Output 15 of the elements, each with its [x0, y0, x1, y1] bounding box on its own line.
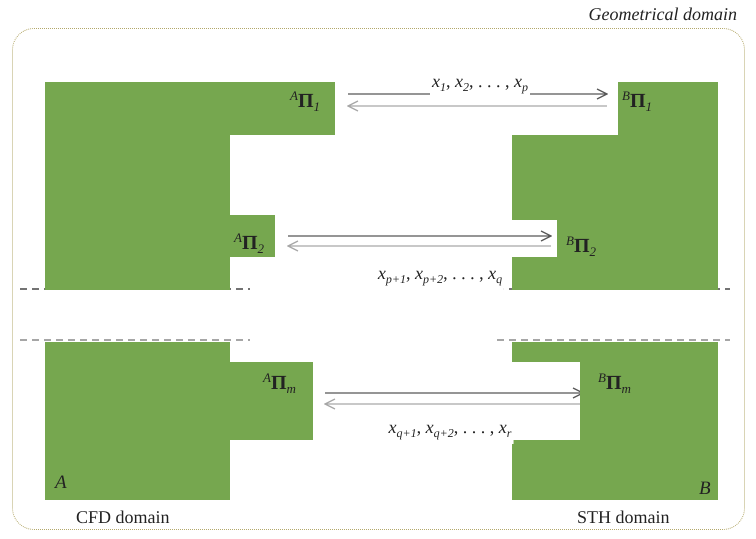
- port-label: $^{B}$Π$_{1}$: [622, 84, 668, 110]
- port-label: $^{B}$Π$_{m}$: [598, 366, 648, 392]
- arrow: [288, 230, 552, 242]
- port-label: $^{A}$Π$_{1}$: [290, 84, 336, 110]
- domain-caption: STH domain: [577, 506, 670, 528]
- domain-caption: CFD domain: [76, 506, 170, 528]
- arrow: [287, 240, 551, 252]
- domain-letter: A: [55, 472, 67, 494]
- domain-title: Geometrical domain: [588, 4, 737, 25]
- port-label: $^{A}$Π$_{m}$: [263, 366, 313, 392]
- arrow: [347, 100, 607, 112]
- arrow: [324, 398, 583, 410]
- port-label: $^{A}$Π$_{2}$: [234, 226, 276, 252]
- domain-letter: B: [699, 478, 711, 500]
- port-label: $^{B}$Π$_{2}$: [566, 229, 608, 255]
